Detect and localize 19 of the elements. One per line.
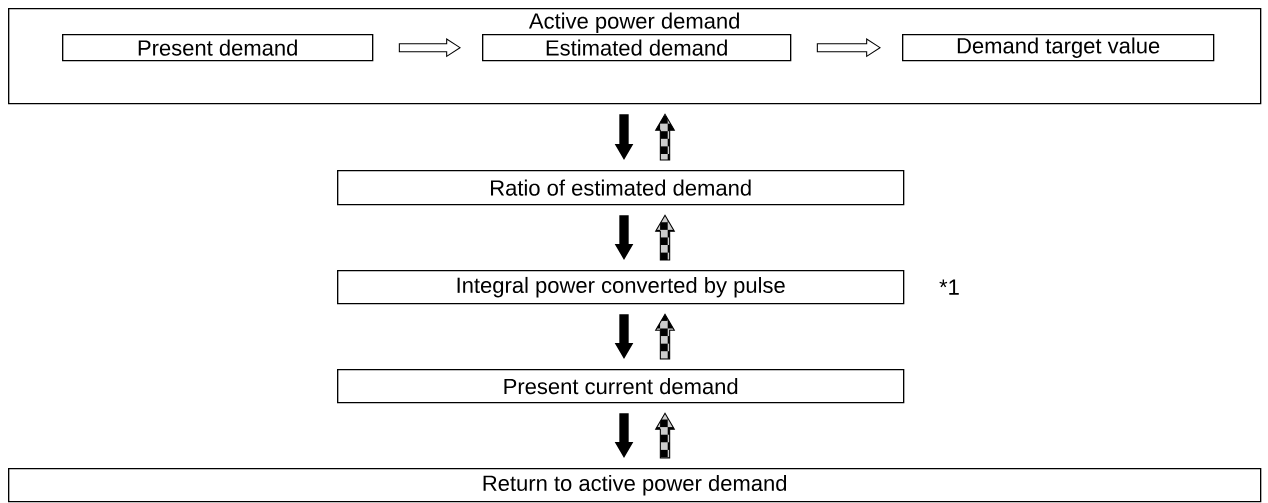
process-box: Integral power converted by pulse — [337, 270, 905, 305]
process-box: Return to active power demand — [8, 468, 1262, 503]
process-box: Present current demand — [337, 369, 905, 404]
footnote-mark: *1 — [939, 279, 959, 295]
block-arrow — [614, 314, 634, 359]
checkered-arrow — [654, 214, 676, 261]
process-box: Estimated demand — [482, 34, 792, 62]
process-box: Demand target value — [902, 34, 1215, 62]
block-arrow — [614, 413, 634, 458]
hollow-arrow — [398, 38, 461, 58]
hollow-arrow — [816, 38, 881, 58]
checkered-arrow — [654, 113, 676, 161]
process-box: Present demand — [62, 34, 374, 62]
process-box: Ratio of estimated demand — [337, 170, 905, 206]
heading: Active power demand — [528, 12, 739, 34]
checkered-arrow — [654, 412, 676, 459]
block-arrow — [614, 215, 634, 260]
block-arrow — [614, 114, 634, 160]
checkered-arrow — [654, 313, 676, 360]
